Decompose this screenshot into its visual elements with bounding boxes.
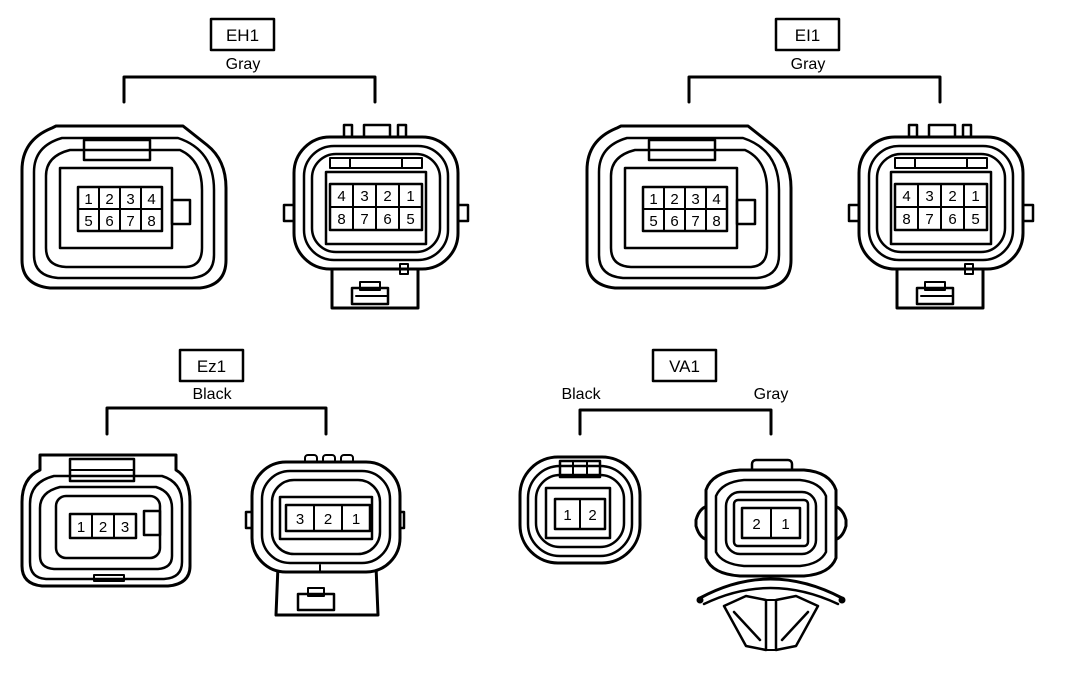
pin-label: 1: [352, 511, 360, 528]
wire-color-label: Gray: [754, 386, 789, 403]
pin-label: 3: [296, 511, 304, 528]
connector-view-front: 1 2 3 4 5 6 7 8: [585, 124, 793, 290]
pin-label: 8: [337, 211, 345, 228]
connector-view-front: 1 2: [518, 455, 642, 565]
pin-grid: 4 3 2 1 8 7 6 5: [894, 183, 988, 231]
pin-label: 5: [84, 213, 92, 230]
pin-label: 5: [649, 213, 657, 230]
pin-label: 4: [337, 188, 345, 205]
pin-grid: 1 2 3: [77, 513, 129, 539]
pin-label: 6: [383, 211, 391, 228]
connector-id-label: EH1: [226, 26, 259, 45]
pin-label: 2: [670, 191, 678, 208]
connector-view-rear: 2 1: [694, 458, 848, 652]
pin-label: 7: [126, 213, 134, 230]
connector-view-front: 1 2 3 4 5 6 7 8: [20, 124, 228, 290]
grouping-bracket: [578, 408, 773, 436]
wire-color-label: Gray: [791, 56, 826, 73]
pin-label: 4: [712, 191, 720, 208]
pin-label: 1: [77, 519, 85, 536]
connector-view-rear: 4 3 2 1 8 7 6 5: [282, 123, 470, 310]
connector-id-box: [178, 348, 245, 383]
pin-label: 2: [383, 188, 391, 205]
pin-label: 8: [712, 213, 720, 230]
pin-label: 3: [121, 519, 129, 536]
pin-grid: 1 2 3 4 5 6 7 8: [642, 186, 728, 232]
pin-label: 4: [902, 188, 910, 205]
pin-label: 5: [971, 211, 979, 228]
pin-label: 1: [406, 188, 414, 205]
pin-label: 3: [126, 191, 134, 208]
connector-id-box: [209, 17, 276, 52]
pin-grid: 4 3 2 1 8 7 6 5: [329, 183, 423, 231]
connector-id-label: Ez1: [197, 357, 226, 376]
pin-label: 1: [781, 516, 789, 533]
pin-label: 1: [649, 191, 657, 208]
pin-label: 6: [105, 213, 113, 230]
connector-group-ei1: EI1 Gray 1 2 3 4 5 6 7 8: [585, 17, 1035, 310]
pin-label: 8: [902, 211, 910, 228]
connector-view-rear: 4 3 2 1 8 7 6 5: [847, 123, 1035, 310]
pin-grid: 3 2 1: [296, 504, 360, 532]
pin-label: 2: [99, 519, 107, 536]
pin-label: 6: [948, 211, 956, 228]
pin-label: 3: [691, 191, 699, 208]
connector-group-ez1: Ez1 Black 1 2 3: [20, 348, 406, 617]
wire-color-label: Black: [561, 386, 601, 403]
connector-id-box: [651, 348, 718, 383]
pin-label: 3: [925, 188, 933, 205]
pin-label: 1: [563, 507, 571, 524]
connector-id-box: [774, 17, 841, 52]
grouping-bracket: [687, 75, 942, 104]
pin-label: 2: [948, 188, 956, 205]
pin-label: 7: [925, 211, 933, 228]
pin-label: 2: [588, 507, 596, 524]
connector-group-va1: VA1 Black Gray 1 2: [518, 348, 848, 652]
pin-grid: 1 2 3 4 5 6 7 8: [77, 186, 163, 232]
pin-label: 2: [324, 511, 332, 528]
pin-label: 4: [147, 191, 155, 208]
wire-color-label: Gray: [226, 56, 261, 73]
connector-id-label: VA1: [669, 357, 700, 376]
pin-grid: 1 2: [563, 498, 597, 530]
pin-label: 3: [360, 188, 368, 205]
pin-label: 1: [84, 191, 92, 208]
grouping-bracket: [105, 406, 328, 436]
connector-group-eh1: EH1 Gray 1 2 3 4 5 6 7 8: [20, 17, 470, 310]
pin-grid: 2 1: [752, 507, 790, 539]
pin-label: 1: [971, 188, 979, 205]
connector-id-label: EI1: [795, 26, 821, 45]
pin-label: 6: [670, 213, 678, 230]
connector-view-rear: 3 2 1: [244, 454, 406, 617]
pin-label: 5: [406, 211, 414, 228]
pin-label: 2: [105, 191, 113, 208]
pin-label: 7: [691, 213, 699, 230]
pin-label: 8: [147, 213, 155, 230]
connector-view-front: 1 2 3: [20, 453, 192, 588]
pin-label: 2: [752, 516, 760, 533]
wire-color-label: Black: [192, 386, 232, 403]
pin-label: 7: [360, 211, 368, 228]
grouping-bracket: [122, 75, 377, 104]
